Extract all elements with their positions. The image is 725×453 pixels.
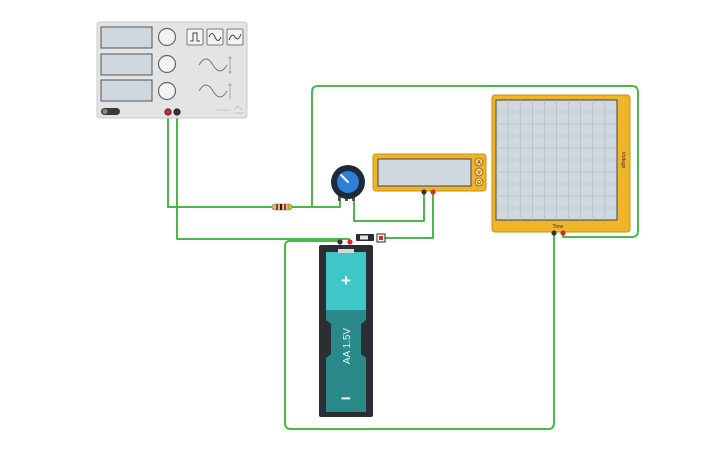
potentiometer[interactable] xyxy=(331,165,365,201)
wire-resistor-to-potentiometer[interactable] xyxy=(292,200,341,208)
sine-wave-icon xyxy=(208,33,222,41)
oscilloscope[interactable]: Time Voltage xyxy=(491,94,631,236)
multimeter-negative-terminal[interactable] xyxy=(421,189,427,195)
oscilloscope-y-axis-label: Voltage xyxy=(620,152,626,169)
battery-holder[interactable]: + AA 1.5V − xyxy=(319,239,373,417)
wire-potentiometer-to-oscilloscope[interactable] xyxy=(311,85,639,238)
offset-preview-icon xyxy=(198,84,228,98)
battery-plus-sign: + xyxy=(341,271,351,290)
multimeter-mode-voltmeter[interactable]: V xyxy=(474,167,484,177)
wire-potentiometer-to-multimeter[interactable] xyxy=(353,193,425,222)
generator-negative-terminal[interactable] xyxy=(173,108,181,116)
multimeter-mode-ammeter[interactable]: A xyxy=(474,157,484,167)
battery-minus-sign: − xyxy=(341,389,351,408)
battery-negative-terminal[interactable] xyxy=(337,239,343,245)
generator-channel-1 xyxy=(100,26,177,49)
generator-power-toggle[interactable] xyxy=(101,108,120,115)
generator-channel-2 xyxy=(100,53,177,76)
square-wave-button[interactable] xyxy=(186,28,204,46)
amplitude-marker-icon xyxy=(228,56,232,74)
multimeter-mode-a-label: A xyxy=(477,160,481,166)
battery-label: AA 1.5V xyxy=(342,328,353,364)
wire-generator-to-resistor[interactable] xyxy=(167,116,272,208)
multimeter-display xyxy=(377,158,472,187)
wire-multimeter-to-switch[interactable] xyxy=(385,193,434,239)
generator-brand-icon xyxy=(216,105,244,114)
battery-positive-terminal[interactable] xyxy=(347,239,353,245)
generator-display-3 xyxy=(100,79,153,102)
wire-generator-to-switch[interactable] xyxy=(176,116,350,240)
oscilloscope-negative-terminal[interactable] xyxy=(551,230,557,236)
switch[interactable] xyxy=(356,233,386,243)
multimeter-mode-v-label: V xyxy=(477,170,481,176)
sine-preview-icon xyxy=(198,58,228,72)
generator-positive-terminal[interactable] xyxy=(164,108,172,116)
multimeter-mode-ohmmeter[interactable]: Ω xyxy=(474,177,484,187)
multimeter-mode-ohm-label: Ω xyxy=(477,180,481,186)
sine-wave-button[interactable] xyxy=(206,28,224,46)
oscilloscope-grid xyxy=(496,100,617,220)
oscilloscope-positive-terminal[interactable] xyxy=(560,230,566,236)
generator-knob-1[interactable] xyxy=(157,27,177,47)
triangle-wave-button[interactable] xyxy=(226,28,244,46)
multimeter[interactable]: A V Ω xyxy=(372,153,487,195)
multimeter-positive-terminal[interactable] xyxy=(430,189,436,195)
wires xyxy=(167,85,639,430)
triangle-wave-icon xyxy=(228,33,242,41)
resistor[interactable] xyxy=(271,203,293,211)
square-wave-icon xyxy=(190,32,200,42)
generator-channel-3 xyxy=(100,79,177,102)
offset-marker-icon xyxy=(228,83,232,99)
generator-display-1 xyxy=(100,26,153,49)
function-generator[interactable] xyxy=(96,21,248,119)
generator-knob-3[interactable] xyxy=(157,81,177,101)
generator-knob-2[interactable] xyxy=(157,54,177,74)
oscilloscope-x-axis-label: Time xyxy=(553,224,564,230)
generator-display-2 xyxy=(100,53,153,76)
wire-battery-to-oscilloscope[interactable] xyxy=(284,233,555,430)
